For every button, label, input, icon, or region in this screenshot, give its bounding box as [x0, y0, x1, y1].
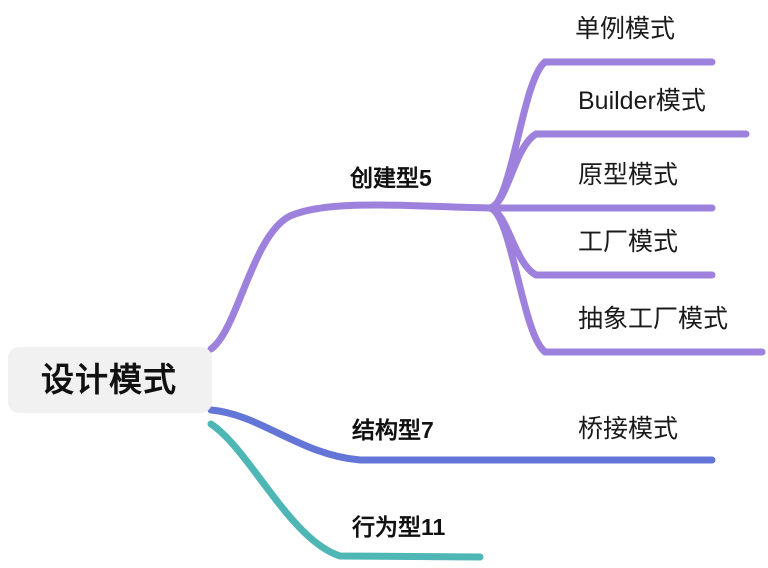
- branch-label-behavioral[interactable]: 行为型11: [352, 514, 446, 540]
- leaf-label-singleton[interactable]: 单例模式: [575, 15, 676, 43]
- edge-root-to-creational: [207, 201, 494, 353]
- leaf-label-bridge[interactable]: 桥接模式: [578, 415, 679, 443]
- root-node[interactable]: 设计模式: [8, 347, 212, 413]
- edge-root-to-behavioral: [207, 420, 484, 561]
- edge-root-to-structural: [207, 406, 716, 464]
- leaf-label-factory[interactable]: 工厂模式: [578, 228, 679, 256]
- branch-label-creational[interactable]: 创建型5: [350, 165, 432, 191]
- leaf-label-prototype[interactable]: 原型模式: [578, 161, 679, 189]
- root-node-label: 设计模式: [41, 361, 177, 398]
- branch-label-structural[interactable]: 结构型7: [352, 417, 434, 443]
- edge-creational-to-builder: [486, 130, 750, 212]
- edge-creational-to-abstract-factory: [486, 204, 766, 356]
- leaf-label-abstract-factory[interactable]: 抽象工厂模式: [578, 305, 729, 333]
- leaf-label-builder[interactable]: Builder模式: [578, 87, 706, 115]
